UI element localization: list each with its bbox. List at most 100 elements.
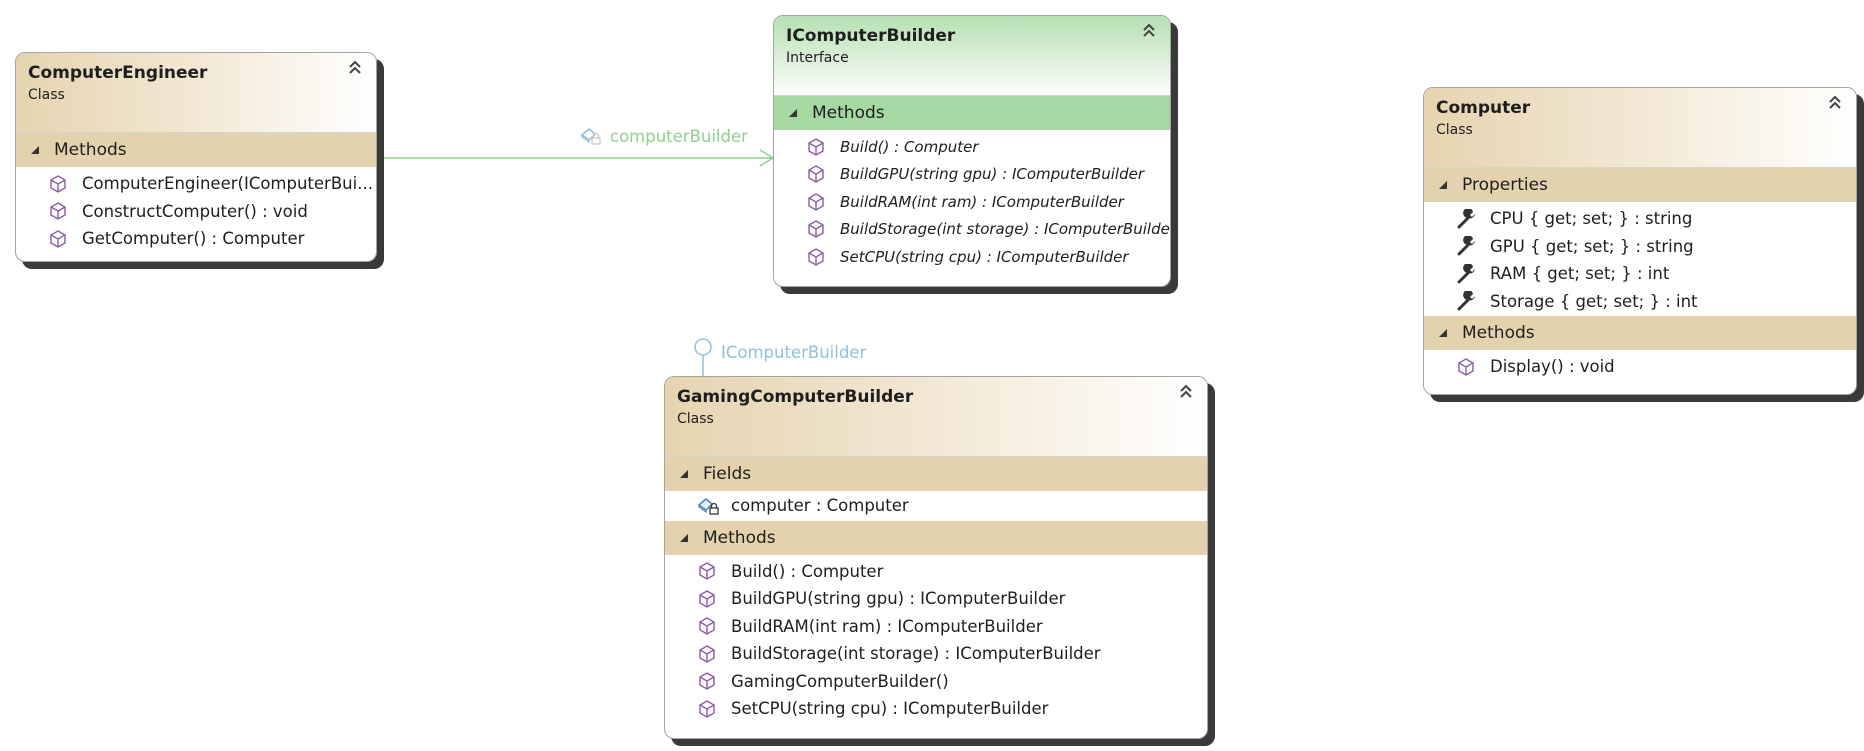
method-row[interactable]: ComputerEngineer(IComputerBui... — [48, 170, 376, 198]
section-methods[interactable]: Methods — [16, 133, 376, 167]
section-label: Methods — [54, 140, 127, 160]
section-methods[interactable]: Methods — [1424, 316, 1856, 350]
method-row[interactable]: BuildGPU(string gpu) : IComputerBuilder — [806, 161, 1170, 189]
method-icon — [697, 699, 717, 719]
method-row-text: Build() : Computer — [840, 137, 979, 156]
class-kind: Class — [28, 87, 65, 103]
method-row[interactable]: GamingComputerBuilder() — [697, 668, 1207, 696]
method-row[interactable]: BuildStorage(int storage) : IComputerBui… — [806, 216, 1170, 244]
class-box-computer[interactable]: Computer Class Properties CPU { get; set… — [1423, 87, 1857, 395]
method-row[interactable]: Display() : void — [1456, 353, 1856, 381]
property-icon — [1456, 208, 1476, 229]
method-row[interactable]: GetComputer() : Computer — [48, 225, 376, 253]
interface-title: IComputerBuilder — [786, 26, 956, 46]
method-icon — [806, 247, 826, 267]
class-kind: Class — [677, 411, 714, 427]
method-icon — [48, 229, 68, 249]
method-row-text: BuildStorage(int storage) : IComputerBui… — [731, 644, 1101, 664]
method-icon — [806, 219, 826, 239]
collapse-icon[interactable] — [1179, 383, 1193, 403]
method-row-text: BuildGPU(string gpu) : IComputerBuilder — [840, 165, 1145, 184]
class-title: ComputerEngineer — [28, 63, 208, 83]
property-icon — [1456, 263, 1476, 284]
property-row[interactable]: RAM { get; set; } : int — [1456, 260, 1856, 288]
method-row-text: Display() : void — [1490, 357, 1615, 377]
class-header[interactable]: ComputerEngineer Class — [16, 53, 376, 133]
section-methods[interactable]: Methods — [665, 520, 1207, 555]
method-row-text: Build() : Computer — [731, 561, 884, 581]
section-label: Methods — [703, 527, 776, 548]
section-methods[interactable]: Methods — [774, 96, 1170, 130]
method-row[interactable]: SetCPU(string cpu) : IComputerBuilder — [697, 695, 1207, 723]
method-row-text: GetComputer() : Computer — [82, 229, 305, 249]
association-label-text: computerBuilder — [610, 126, 748, 146]
method-row[interactable]: Build() : Computer — [806, 133, 1170, 161]
method-icon — [697, 561, 717, 581]
lollipop-label: IComputerBuilder — [721, 343, 866, 362]
method-icon — [48, 201, 68, 221]
class-header[interactable]: GamingComputerBuilder Class — [665, 377, 1207, 457]
property-row[interactable]: CPU { get; set; } : string — [1456, 205, 1856, 233]
interface-box-icomputer-builder[interactable]: IComputerBuilder Interface Methods Build… — [773, 15, 1171, 287]
method-row[interactable]: BuildRAM(int ram) : IComputerBuilder — [806, 188, 1170, 216]
interface-kind: Interface — [786, 50, 849, 66]
method-row[interactable]: BuildRAM(int ram) : IComputerBuilder — [697, 613, 1207, 641]
property-row[interactable]: GPU { get; set; } : string — [1456, 233, 1856, 261]
method-icon — [806, 137, 826, 157]
method-row[interactable]: Build() : Computer — [697, 558, 1207, 586]
lollipop-label-text: IComputerBuilder — [721, 343, 867, 362]
property-icon — [1456, 291, 1476, 311]
expand-triangle-icon — [1439, 329, 1447, 337]
class-box-gaming-computer-builder[interactable]: GamingComputerBuilder Class Fields compu… — [664, 376, 1208, 739]
class-title: Computer — [1436, 98, 1531, 118]
method-row-text: ConstructComputer() : void — [82, 201, 308, 221]
method-icon — [697, 644, 717, 664]
method-row-text: BuildRAM(int ram) : IComputerBuilder — [731, 616, 1043, 636]
method-row[interactable]: BuildGPU(string gpu) : IComputerBuilder — [697, 585, 1207, 613]
class-box-computer-engineer[interactable]: ComputerEngineer Class Methods ComputerE… — [15, 52, 377, 262]
expand-triangle-icon — [680, 533, 688, 542]
section-label: Properties — [1462, 175, 1548, 195]
class-kind: Class — [1436, 122, 1473, 138]
method-icon — [697, 589, 717, 609]
section-fields[interactable]: Fields — [665, 457, 1207, 491]
property-row[interactable]: Storage { get; set; } : int — [1456, 288, 1856, 316]
field-row-text: computer : Computer — [731, 496, 909, 516]
method-icon — [697, 671, 717, 691]
method-row-text: BuildStorage(int storage) : IComputerBui… — [840, 220, 1171, 239]
interface-header[interactable]: IComputerBuilder Interface — [774, 16, 1170, 96]
field-icon — [697, 496, 719, 516]
method-icon — [806, 164, 826, 184]
method-row[interactable]: SetCPU(string cpu) : IComputerBuilder — [806, 243, 1170, 271]
property-row-text: GPU { get; set; } : string — [1490, 236, 1694, 256]
field-row[interactable]: computer : Computer — [697, 492, 1207, 520]
property-row-text: RAM { get; set; } : int — [1490, 264, 1670, 284]
class-title: GamingComputerBuilder — [677, 387, 914, 407]
expand-triangle-icon — [789, 109, 797, 117]
method-icon — [806, 192, 826, 212]
method-icon — [1456, 357, 1476, 377]
expand-triangle-icon — [31, 146, 39, 154]
section-label: Methods — [812, 103, 885, 123]
property-row-text: CPU { get; set; } : string — [1490, 209, 1693, 229]
field-lock-icon — [580, 126, 601, 146]
collapse-icon[interactable] — [1828, 94, 1842, 114]
method-row-text: ComputerEngineer(IComputerBui... — [82, 174, 373, 194]
class-header[interactable]: Computer Class — [1424, 88, 1856, 168]
method-icon — [48, 174, 68, 194]
section-label: Fields — [703, 464, 752, 484]
method-row-text: BuildRAM(int ram) : IComputerBuilder — [840, 192, 1124, 211]
property-row-text: Storage { get; set; } : int — [1490, 291, 1698, 311]
method-row-text: GamingComputerBuilder() — [731, 671, 949, 691]
expand-triangle-icon — [680, 470, 688, 478]
method-icon — [697, 616, 717, 636]
method-row-text: SetCPU(string cpu) : IComputerBuilder — [840, 247, 1129, 266]
method-row-text: BuildGPU(string gpu) : IComputerBuilder — [731, 589, 1066, 609]
method-row[interactable]: ConstructComputer() : void — [48, 198, 376, 226]
section-properties[interactable]: Properties — [1424, 168, 1856, 202]
method-row[interactable]: BuildStorage(int storage) : IComputerBui… — [697, 640, 1207, 668]
section-label: Methods — [1462, 323, 1535, 343]
collapse-icon[interactable] — [348, 59, 362, 79]
collapse-icon[interactable] — [1142, 22, 1156, 42]
